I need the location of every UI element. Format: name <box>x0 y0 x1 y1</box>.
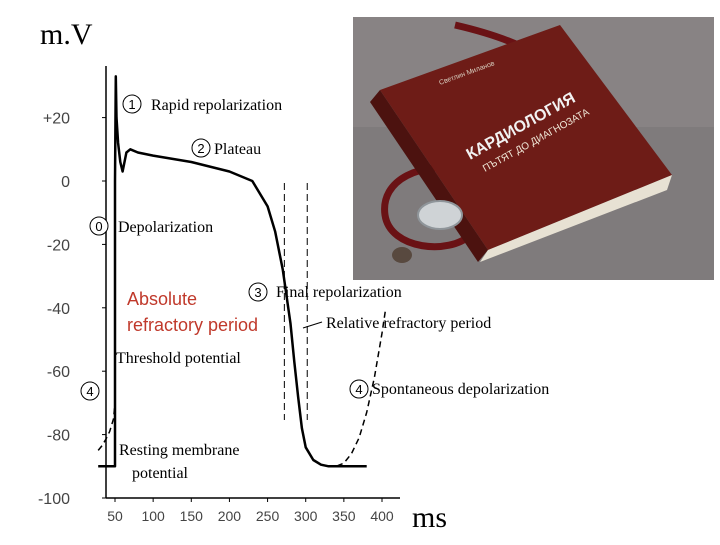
absolute-refractory-line2: refractory period <box>127 315 258 335</box>
phase-badge <box>80 381 100 401</box>
phase-label: Spontaneous depolarization <box>372 381 549 398</box>
action-potential-curves <box>97 75 387 468</box>
phase-label: Depolarization <box>118 219 213 236</box>
axis-ticks: +20 0 -20 -40 -60 -80 -100 50 100 150 200 250 300 350… <box>38 111 394 524</box>
annotation-final-repolarization: 3 Final repolarization <box>248 282 402 302</box>
y-tick-label: -100 <box>38 491 70 508</box>
spontaneous-depolarization-line-2 <box>327 307 387 468</box>
phase-annotations: 1 Rapid repolarization 2 Plateau 0 Depol… <box>80 94 549 482</box>
y-axis-title: m.V <box>40 18 93 51</box>
stethoscope-chestpiece <box>417 200 463 230</box>
annotation-relative-refractory: Relative refractory period <box>302 315 491 332</box>
x-tick-label: 350 <box>332 508 356 524</box>
phase-number: 0 <box>95 219 102 234</box>
x-tick-label: 250 <box>256 508 280 524</box>
annotation-resting-potential: Resting membrane potential <box>119 442 239 482</box>
phase-badge <box>349 379 369 399</box>
x-tick-label: 300 <box>294 508 318 524</box>
phase-badge <box>122 94 142 114</box>
phase-label: Plateau <box>214 141 261 158</box>
book-photo: КАРДИОЛОГИЯ ПЪТЯТ ДО ДИАГНОЗАТА Светлин … <box>353 17 714 280</box>
annotation-plateau: 2 Plateau <box>191 138 261 158</box>
phase-label: Rapid repolarization <box>151 97 282 114</box>
y-tick-label: 0 <box>61 174 70 191</box>
annotation-depolarization: 0 Depolarization <box>89 216 213 236</box>
annotation-phase4-left: 4 <box>80 381 100 401</box>
book-cover <box>380 25 672 250</box>
y-tick-label: -40 <box>47 301 70 318</box>
x-tick-label: 200 <box>218 508 242 524</box>
annotation-spontaneous-depolarization: 4 Spontaneous depolarization <box>349 379 549 399</box>
threshold-label: Threshold potential <box>116 350 241 367</box>
phase-number: 4 <box>355 382 362 397</box>
phase-label: Final repolarization <box>276 284 402 301</box>
y-tick-label: -80 <box>47 428 70 445</box>
refractory-period-markers <box>283 183 308 420</box>
book-pages <box>480 175 672 262</box>
action-potential-line <box>98 75 367 468</box>
stethoscope-earpiece <box>392 247 412 263</box>
x-tick-label: 100 <box>141 508 165 524</box>
phase-number: 3 <box>254 285 261 300</box>
annotation-rapid-repolarization: 1 Rapid repolarization <box>122 94 282 114</box>
annotation-absolute-refractory: Absolute refractory period <box>127 289 258 335</box>
y-tick-label: +20 <box>43 111 70 128</box>
phase-badge <box>248 282 268 302</box>
x-tick-label: 400 <box>370 508 394 524</box>
relative-refractory-pointer <box>302 321 323 329</box>
x-tick-label: 50 <box>107 508 123 524</box>
absolute-refractory-line1: Absolute <box>127 289 197 309</box>
y-tick-label: -20 <box>47 237 70 254</box>
y-tick-label: -60 <box>47 364 70 381</box>
phase-number: 1 <box>128 97 135 112</box>
phase-number: 4 <box>86 384 93 399</box>
phase-number: 2 <box>197 141 204 156</box>
x-tick-label: 150 <box>180 508 204 524</box>
phase-badge <box>89 216 109 236</box>
phase-badge <box>191 138 211 158</box>
x-axis-title: ms <box>412 501 447 534</box>
resting-label-line1: Resting membrane <box>119 442 239 459</box>
spontaneous-depolarization-line-1 <box>97 402 116 451</box>
relative-refractory-label: Relative refractory period <box>326 315 491 332</box>
resting-label-line2: potential <box>132 465 189 482</box>
annotation-threshold: Threshold potential <box>116 350 241 367</box>
